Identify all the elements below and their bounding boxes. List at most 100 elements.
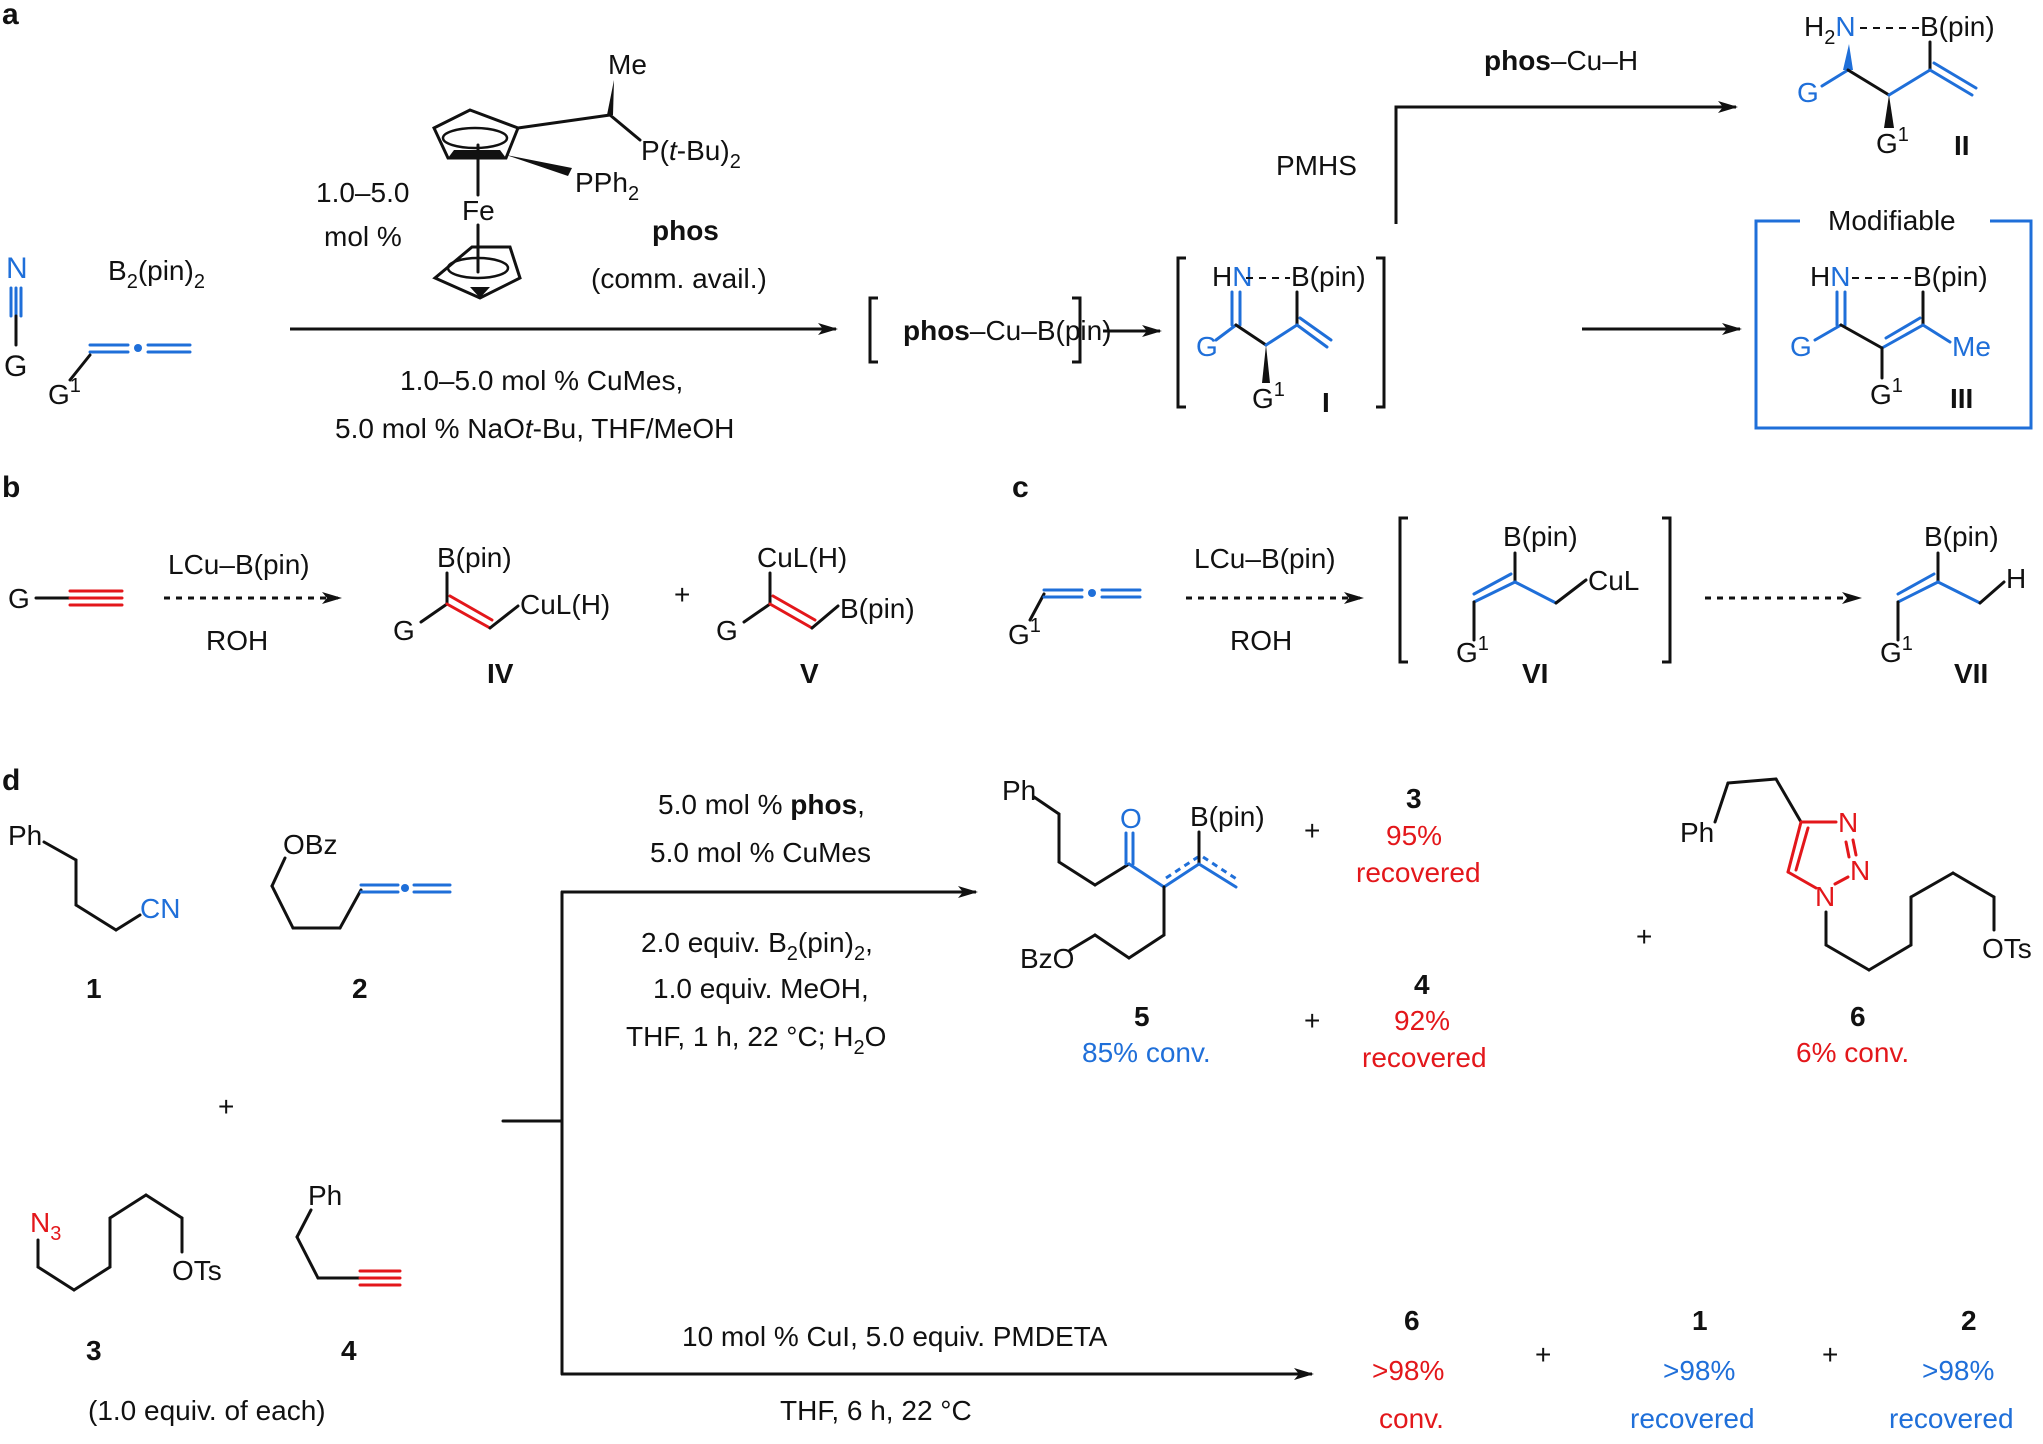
intermediate-cu-boryl: phos–Cu–B(pin): [868, 296, 1112, 364]
top-conditions-4: 1.0 equiv. MeOH,: [653, 973, 869, 1004]
bond-line: [114, 913, 142, 932]
ligand-PtBu2: P(t-Bu)2: [641, 135, 741, 173]
panel-label-d: d: [2, 764, 20, 797]
label-text: conv.: [1379, 1403, 1444, 1434]
solvent-b: ROH: [206, 625, 268, 656]
b2pin2-label: B2(pin)2: [108, 255, 205, 293]
label-fragment: 2: [628, 183, 639, 205]
panel-c: c G1 LCu–B(pin) ROH B(pin) CuL G1 VI B(p…: [1008, 471, 2026, 689]
product-5: Ph O B(pin) BzO 5 85% conv.: [1002, 775, 1265, 1068]
compound-label-5: 5: [1134, 1001, 1150, 1032]
label-fragment: N: [30, 1207, 50, 1238]
wedge-or-ring: [607, 80, 614, 115]
bond-line: [445, 602, 492, 630]
bracket-or-arrow: [1072, 296, 1082, 364]
bond-line: [1234, 323, 1268, 347]
label-fragment: O: [865, 1021, 887, 1052]
label-text: Ph: [1002, 775, 1036, 806]
product-IV: B(pin) G CuL(H) IV: [393, 542, 610, 689]
atom-N: N: [6, 252, 28, 285]
label-fragment: G: [1880, 637, 1902, 668]
bond-line: [1820, 68, 1850, 88]
plus-sign: +: [218, 1091, 234, 1122]
bond-line: [1028, 592, 1046, 622]
label-fragment: phos: [903, 315, 970, 346]
label-text: B(pin): [1924, 521, 1999, 552]
panel-label-c: c: [1012, 471, 1029, 504]
bond-line: [1786, 870, 1818, 890]
bracket-or-arrow: [868, 296, 878, 364]
bond-line: [270, 856, 287, 888]
bond-line: [144, 1193, 184, 1220]
label-text: G1: [1880, 633, 1913, 668]
compound-label-3: 3: [86, 1335, 102, 1366]
bracket-or-arrow: [1398, 516, 1408, 664]
label-text: G: [1797, 77, 1819, 108]
bond-line: [1032, 795, 1061, 816]
bond-line: [448, 594, 494, 622]
phos-ligand-structure: Me P(t-Bu)2 PPh2 Fe phos (comm. avail.): [432, 49, 767, 300]
compound-label-III: III: [1950, 383, 1973, 414]
panel-label-a: a: [2, 0, 19, 31]
label-fragment: -Bu): [677, 135, 730, 166]
compound-label-4: 4: [341, 1335, 357, 1366]
product-II: H2N B(pin) G G1 II: [1797, 11, 1995, 161]
label-text: OTs: [172, 1255, 222, 1286]
label-text: 92%: [1394, 1005, 1450, 1036]
bond-line: [1951, 871, 1996, 899]
label-text: H: [2006, 563, 2026, 594]
label-fragment: 1: [1892, 375, 1903, 397]
product-6-conversion: 6% conv.: [1796, 1037, 1909, 1068]
recovered-3: 3 95% recovered: [1356, 783, 1481, 888]
label-text: Ph: [308, 1180, 342, 1211]
label-text: recovered: [1889, 1403, 2014, 1434]
bond-line: [1833, 875, 1850, 886]
label-text: BzO: [1020, 943, 1074, 974]
bond-line: [1813, 323, 1843, 342]
compound-label-6: 6: [1850, 1001, 1866, 1032]
bond-line: [1978, 580, 2006, 605]
label-fragment: N: [1232, 261, 1252, 292]
label-text: 4: [1414, 969, 1430, 1000]
compound-label-1: 1: [86, 973, 102, 1004]
panel-b: b G LCu–B(pin) ROH B(pin) G CuL(H) IV + …: [2, 471, 915, 689]
label-text: G: [716, 615, 738, 646]
panel-label-b: b: [2, 471, 20, 504]
bond-line: [68, 353, 92, 382]
label-text: B(pin): [1503, 521, 1578, 552]
aromatic-ring: [441, 126, 509, 150]
bond-line: [771, 594, 817, 622]
atom-G: G: [4, 350, 27, 383]
wedge-or-ring: [1843, 44, 1853, 70]
intermediate-I: HN B(pin) G G1 I: [1176, 256, 1386, 418]
bond-line: [1197, 862, 1238, 889]
bracket-or-arrow: [1754, 219, 2033, 430]
bond-line: [295, 1208, 313, 1239]
label-fragment: 1: [1030, 615, 1041, 637]
bond-line: [1928, 68, 1974, 97]
label-text: >98%: [1922, 1355, 1994, 1386]
bracket-or-arrow: [1376, 256, 1386, 409]
recovered-4: 4 92% recovered: [1362, 969, 1487, 1073]
plus-sign: +: [1822, 1339, 1838, 1370]
atom-G: G: [8, 583, 30, 614]
label-fragment: 2: [194, 271, 205, 293]
bond-line: [516, 113, 612, 130]
bond-line: [1884, 316, 1922, 340]
bond-line: [1932, 61, 1978, 90]
bond-line: [1824, 943, 1871, 972]
label-text: recovered: [1356, 857, 1481, 888]
product-III-box: Modifiable HN B(pin) G Me G1 III: [1754, 205, 2033, 430]
bond-line: [1472, 572, 1513, 596]
bond-line: [1936, 580, 1982, 605]
catalyst-loading-unit: mol %: [324, 221, 402, 252]
allene-dot: [401, 884, 409, 892]
label-text: G1: [1876, 124, 1909, 159]
label-fragment: G: [1876, 128, 1898, 159]
label-text: 2: [1961, 1305, 1977, 1336]
compound-1: Ph CN 1: [8, 820, 180, 1004]
equiv-note: (1.0 equiv. of each): [88, 1395, 326, 1426]
label-text: G: [1790, 331, 1812, 362]
label-text: CuL(H): [757, 542, 847, 573]
allene-reactant: G1: [48, 343, 192, 410]
